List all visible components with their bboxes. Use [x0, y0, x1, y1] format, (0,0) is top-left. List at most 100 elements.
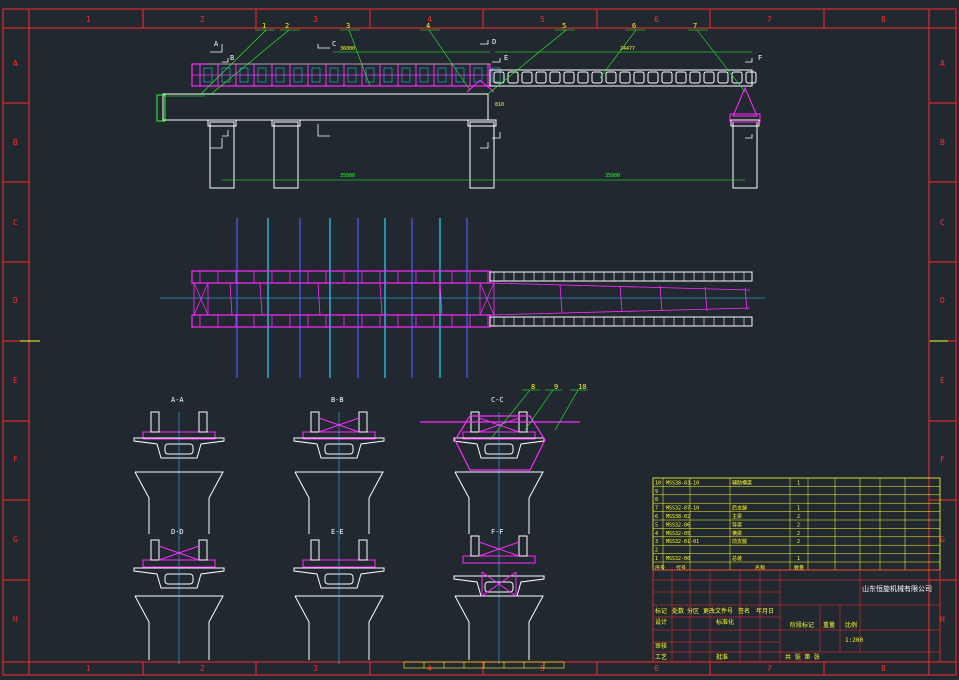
zone-bottom-5: 5 — [540, 664, 545, 673]
section-title: E-E — [331, 528, 344, 536]
bom-header-code: 代号 — [676, 564, 686, 571]
section-mark-E: E — [504, 54, 508, 62]
balloon-2: 2 — [285, 22, 289, 30]
truss-window — [383, 67, 393, 83]
bom-qty: 2 — [797, 514, 800, 520]
bom-code: MSS32-00 — [666, 556, 690, 562]
section-title: B-B — [331, 396, 344, 404]
truss-window — [275, 67, 285, 83]
company-name: 山东恒旋机械有限公司 — [862, 584, 932, 593]
section-a-a: A-A — [133, 396, 225, 538]
rev-h2: 分区 — [687, 607, 699, 615]
main-girder-left — [310, 411, 320, 433]
nose-box — [549, 71, 561, 84]
section-balloons: 8 9 10 — [489, 383, 588, 441]
zone-top-3: 3 — [313, 15, 318, 24]
zone-bottom-3: 3 — [313, 664, 318, 673]
tb-weight: 重量 — [823, 621, 835, 629]
bom-no: 9 — [655, 489, 658, 495]
zone-right-E: E — [940, 376, 945, 385]
truss-window — [419, 67, 429, 83]
bom-header-name: 名称 — [755, 564, 765, 571]
truss-window — [329, 67, 339, 83]
bom-no: 6 — [655, 514, 658, 520]
tb-process: 工艺 — [655, 653, 667, 661]
zone-top-5: 5 — [540, 15, 545, 24]
bom-no: 1 — [655, 556, 658, 562]
truss-window — [437, 67, 447, 83]
main-girder-right — [198, 539, 208, 561]
balloon-9: 9 — [554, 383, 558, 391]
truss-window — [239, 67, 249, 83]
zone-top-6: 6 — [654, 15, 659, 24]
bom-code: MSS32-05 — [666, 531, 690, 537]
bom-header-qty: 数量 — [794, 564, 804, 571]
mould-frame — [454, 415, 546, 471]
support-cage — [481, 571, 517, 597]
nose-box — [717, 71, 729, 84]
dim-span-1: 35000 — [340, 173, 355, 179]
tb-sheets: 共 张 第 张 — [785, 653, 820, 661]
zone-right-A: A — [940, 59, 945, 68]
zone-left-C: C — [13, 218, 18, 227]
zone-left-B: B — [13, 138, 18, 147]
bom-header-no: 序号 — [655, 564, 665, 571]
dim-top-left: 36000 — [340, 46, 355, 52]
balloon-10: 10 — [578, 383, 586, 391]
truss-window — [257, 67, 267, 83]
truss-window — [203, 67, 213, 83]
tb-standard: 标准化 — [716, 618, 734, 626]
truss-window — [401, 67, 411, 83]
balloon-7: 7 — [693, 22, 697, 30]
zone-bottom-7: 7 — [767, 664, 772, 673]
main-girder-left — [470, 535, 480, 557]
box-girder — [133, 437, 225, 459]
dim-span-2: 35000 — [605, 173, 620, 179]
section-f-f: F-F — [453, 528, 545, 664]
main-girder-left — [150, 539, 160, 561]
truss-window — [347, 67, 357, 83]
section-d-d: D-D — [133, 528, 225, 664]
title-block: 山东恒旋机械有限公司 标记 处数 分区 更改文件号 签名 年月日 设计 标准化 … — [652, 569, 941, 663]
nose-box — [591, 71, 603, 84]
zone-left-E: E — [13, 376, 18, 385]
zone-top-7: 7 — [767, 15, 772, 24]
balloon-1: 1 — [262, 22, 266, 30]
scale-strip — [403, 661, 565, 669]
bom-qty: 2 — [797, 539, 800, 545]
bom-qty: 2 — [797, 531, 800, 537]
bom-name: 导梁 — [732, 521, 742, 528]
section-title: A-A — [171, 396, 184, 404]
nose-box — [703, 71, 715, 84]
bom-no: 3 — [655, 539, 658, 545]
bom-no: 7 — [655, 506, 658, 512]
nose-box — [563, 71, 575, 84]
truss-window — [311, 67, 321, 83]
tb-scale-value: 1:200 — [845, 637, 863, 644]
nose-box — [521, 71, 533, 84]
tb-approve: 批准 — [716, 653, 728, 661]
nose-box — [493, 71, 505, 84]
bom-no: 8 — [655, 497, 658, 503]
rev-h4: 签名 — [738, 607, 750, 615]
bom-name: 主梁 — [732, 513, 742, 520]
truss-window — [491, 67, 501, 83]
nose-box — [675, 71, 687, 84]
dim-top-right: 24477 — [620, 46, 635, 52]
rev-h0: 标记 — [655, 607, 667, 615]
nose-box — [577, 71, 589, 84]
zone-top-1: 1 — [86, 15, 91, 24]
rev-h5: 年月日 — [756, 607, 774, 615]
section-b-b: B-B — [293, 396, 385, 538]
truss-window — [293, 67, 303, 83]
truss-window — [455, 67, 465, 83]
zone-right-H: H — [940, 615, 945, 624]
balloon-5: 5 — [562, 22, 566, 30]
bom-no: 2 — [655, 548, 658, 554]
zone-left-D: D — [13, 296, 18, 305]
tb-stage: 阶段标记 — [790, 621, 814, 629]
zone-bottom-8: 8 — [881, 664, 886, 673]
zone-top-8: 8 — [881, 15, 886, 24]
